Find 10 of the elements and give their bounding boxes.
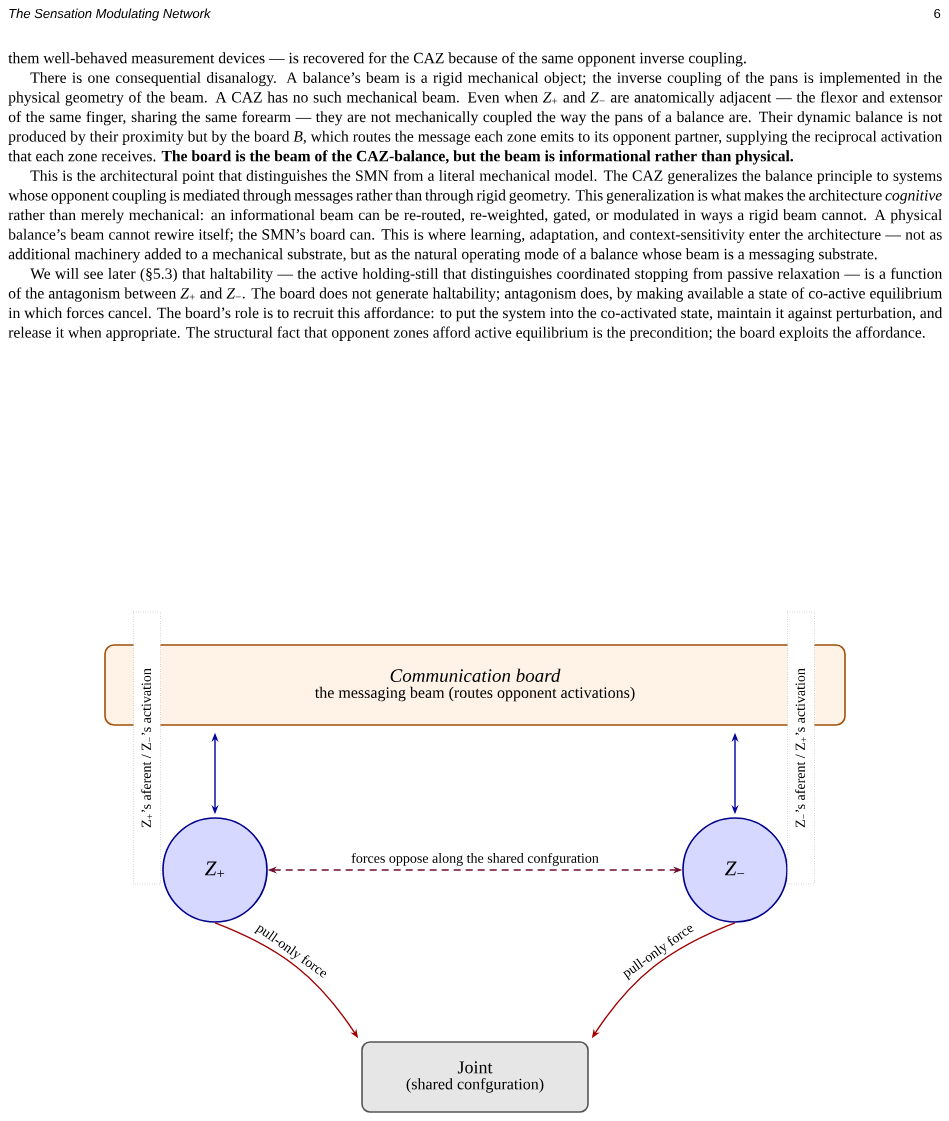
page-number: 6	[934, 8, 941, 19]
paragraph: them well-behaved measurement devices — is recovered for the CAZ because of the same opponent inverse coupling.	[8, 52, 746, 67]
paragraph: There is one consequential disanalogy. A balance’s beam is a rigid mechanical object; the inverse coupling of the pans is implemented in the physical geometry of the beam. A CAZ has no such mechanical beam. Even when Z$_{+}$ and Z$_{−}$ are anatomically adjacent — the flexor and extensor of the same finger, sharing the same forearm — they are not mechanically coupled the way the pans of a balance are. Their dynamic balance is not produced by their proximity but by the board B, which routes the message each zone emits to its opponent partner, supplying the reciprocal activation that each zone receives. The board is the beam of the CAZ-balance, but the beam is informational rather than physical.	[8, 71, 943, 165]
running-header: The Sensation Modulating Network	[9, 8, 212, 21]
joint-box: Joint (shared confguration)	[361, 1041, 589, 1113]
paragraph: This is the architectural point that distinguishes the SMN from a literal mechanical model. The CAZ generalizes the balance principle to systems whose opponent coupling is mediated through messages rather than through rigid geometry. This generalization is what makes the architecture cognitive rather than merely mechanical: an informational beam can be re-routed, re-weighted, gated, or modulated in ways a rigid beam cannot. A physical balance’s beam cannot rewire itself; the SMN’s board can. This is where learning, adaptation, and context-sensitivity enter the architecture — not as additional machinery added to a mechanical substrate, but as the natural operating mode of a balance whose beam is a messaging substrate.	[8, 169, 942, 263]
vertical-label-box: Z$_{−}$’s aferent / Z$_{+}$’s activation	[787, 611, 815, 885]
edge-label: forces oppose along the shared confguration	[350, 851, 600, 867]
paragraph: We will see later (§5.3) that haltability — the active holding-still that distinguishes coordinated stopping from passive relaxation — is a function of the antagonism between Z$_{+}$ and Z$_{−}$. The board does not generate haltability; antagonism does, by making available a state of co-active equilibrium in which forces cancel. The board’s role is to recruit this affordance: to put the system into the co-activated state, maintain it against perturbation, and release it when appropriate. The structural fact that opponent zones afford active equilibrium is the precondition; the board exploits the affordance.	[8, 267, 943, 341]
vertical-label-box: Z$_{+}$’s aferent / Z$_{−}$’s activation	[133, 611, 161, 885]
